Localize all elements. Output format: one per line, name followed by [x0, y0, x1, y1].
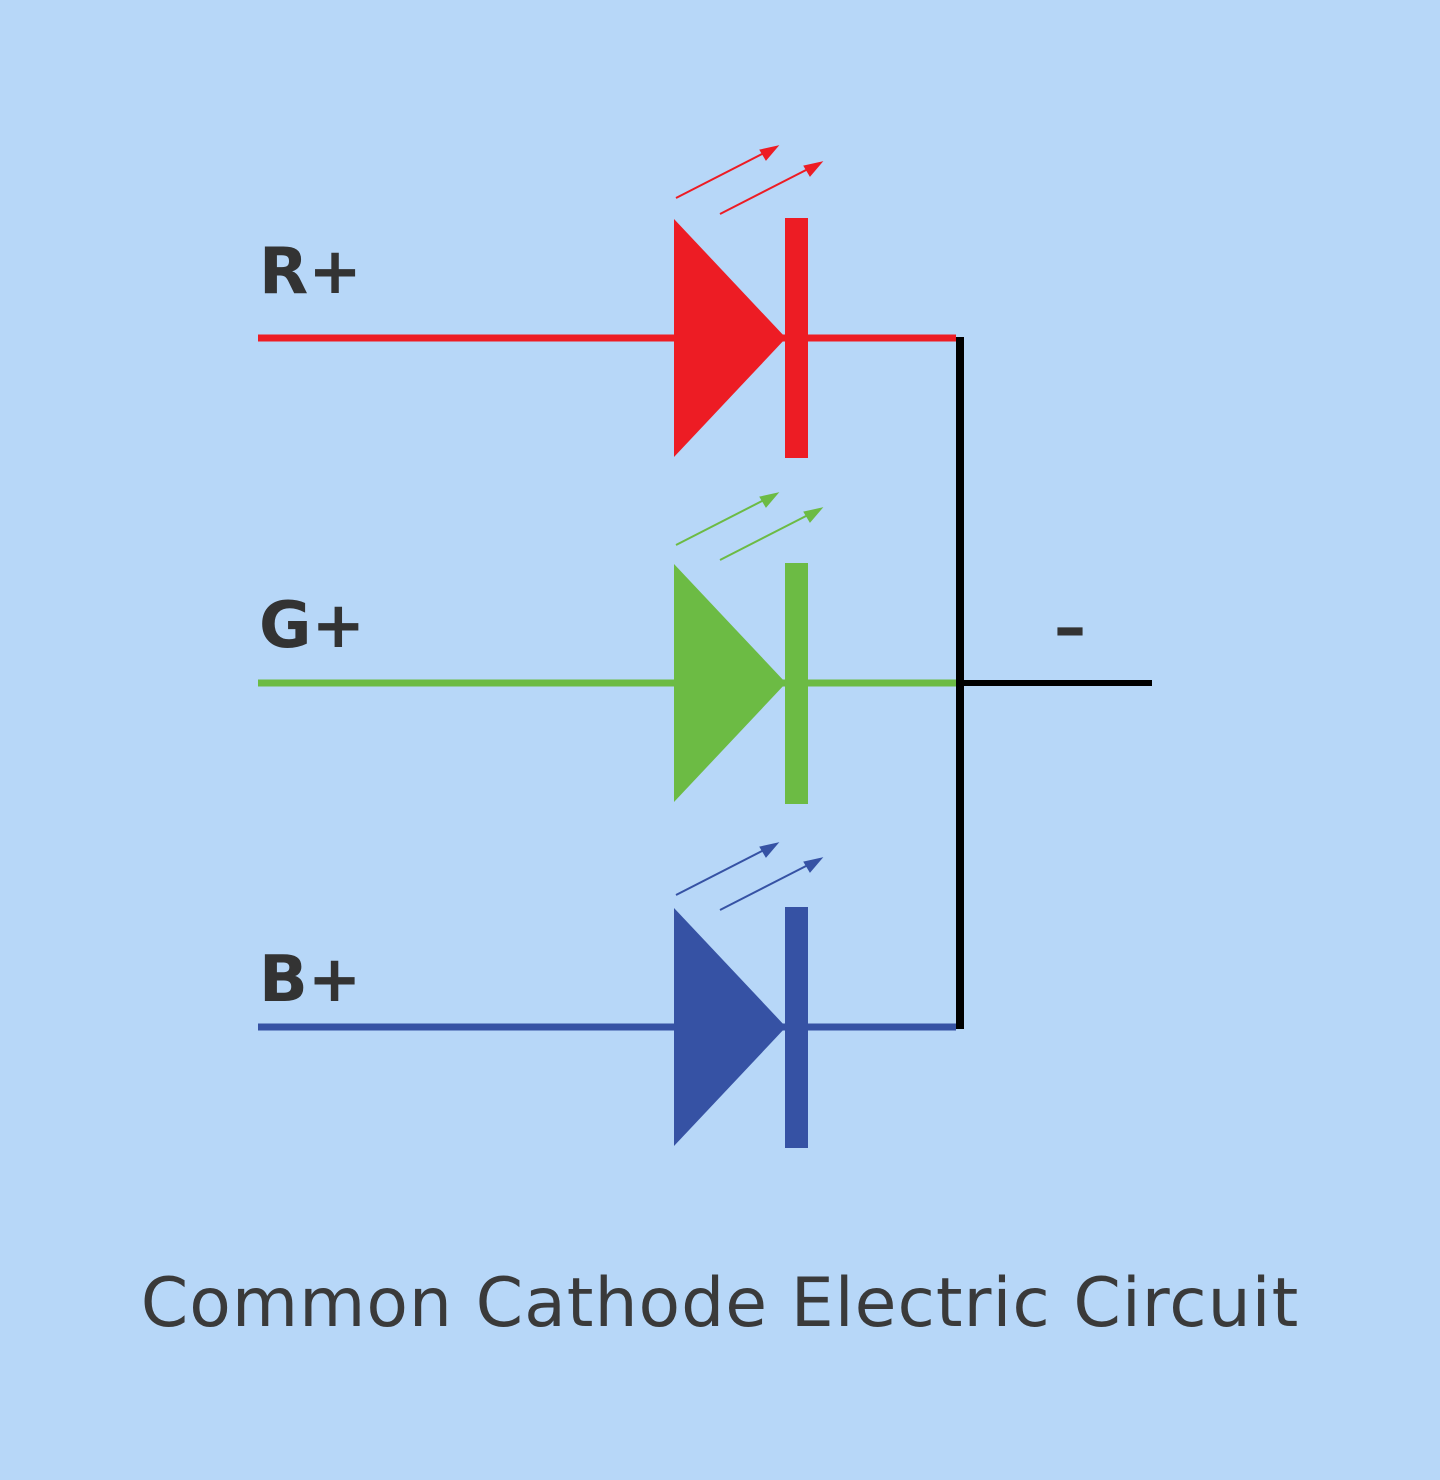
green-light-emission-icon — [675, 492, 824, 561]
green-led — [258, 492, 956, 804]
blue-diode-triangle — [674, 908, 786, 1146]
blue-led — [258, 842, 956, 1148]
diagram-caption: Common Cathode Electric Circuit — [140, 1264, 1300, 1343]
blue-light-emission-icon — [675, 842, 824, 911]
red-light-emission-icon — [675, 145, 824, 215]
green-diode-bar — [785, 563, 808, 804]
green-diode-triangle — [674, 564, 786, 802]
red-anode-label: R+ — [259, 235, 362, 309]
green-anode-label: G+ — [259, 589, 366, 663]
red-diode-bar — [785, 218, 808, 458]
red-diode-triangle — [674, 219, 786, 457]
red-led — [258, 145, 956, 458]
common-cathode-label: – — [1054, 591, 1086, 665]
blue-diode-bar — [785, 907, 808, 1148]
blue-anode-label: B+ — [259, 943, 362, 1017]
